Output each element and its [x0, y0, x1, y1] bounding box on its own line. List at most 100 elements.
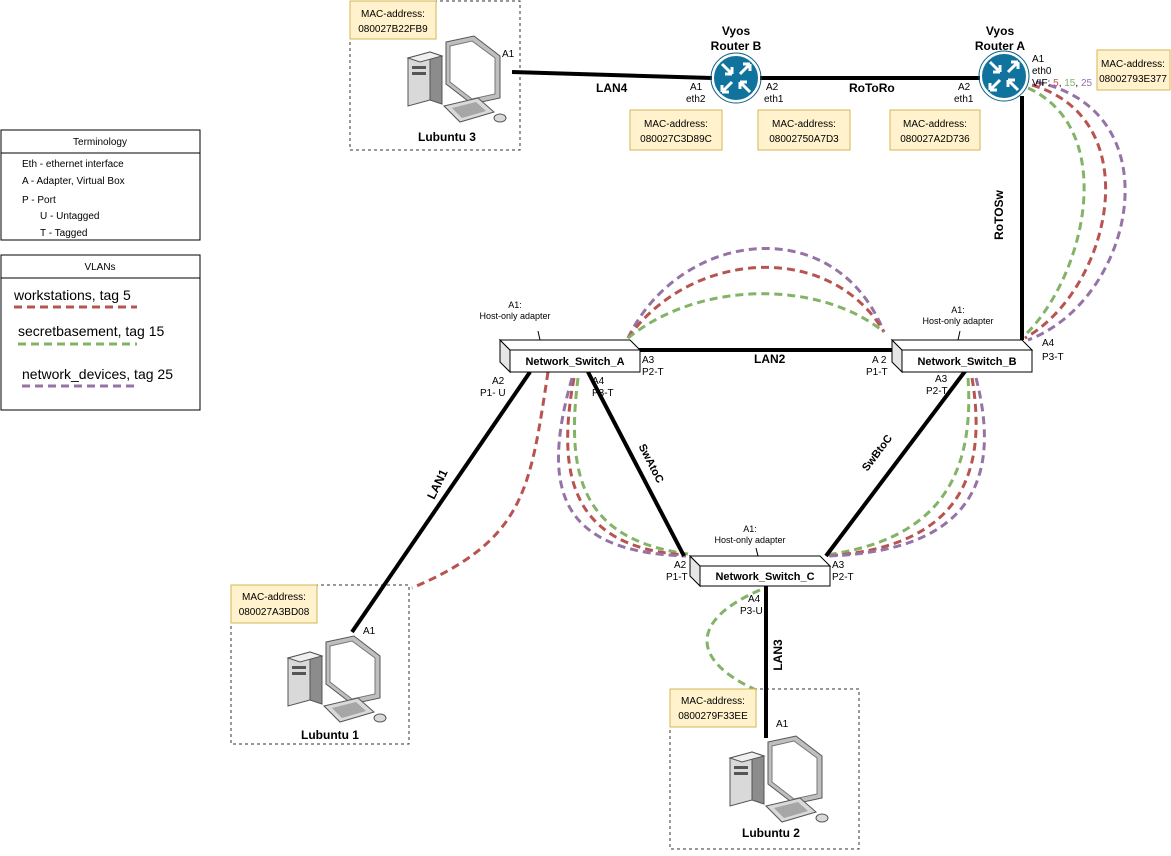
switch-c-a4-label: A4 [748, 594, 761, 605]
router-b-eth1-label: eth1 [764, 94, 784, 105]
switch-b-hostonly-line1: A1: [951, 305, 965, 315]
lan1-link [350, 370, 532, 634]
router-a-vif-prefix: VIF: [1032, 78, 1050, 89]
router-b-a1-label: A1 [690, 82, 703, 93]
switch-b-p3-label: P3-T [1042, 352, 1064, 363]
vlan-network-devices-label: network_devices, tag 25 [22, 366, 173, 382]
router-b-a2-label: A2 [766, 82, 779, 93]
lubuntu3-mac-box [349, 0, 437, 40]
vlan15-arc-switch-a-c [572, 377, 689, 556]
router-a-mac-eth0-value: 08002793E377 [1099, 74, 1167, 85]
vlans-title: VLANs [84, 262, 115, 273]
router-b-icon [709, 51, 763, 105]
vlan-secretbasement-label: secretbasement, tag 15 [18, 323, 165, 339]
vlan-workstations-label: workstations, tag 5 [13, 287, 131, 303]
swatoc-link [586, 371, 686, 557]
switch-b-name: Network_Switch_B [917, 356, 1016, 368]
switch-a-p1-label: P1- U [480, 388, 506, 399]
switch-b-hostonly-line2: Host-only adapter [922, 316, 993, 326]
swatoc-label: SwAtoC [636, 442, 666, 485]
rotoro-label: RoToRo [849, 81, 895, 95]
switch-a-a3-label: A3 [642, 355, 655, 366]
terminology-title: Terminology [73, 137, 127, 148]
vlan15-arc-switch-c-lubuntu2 [705, 588, 761, 692]
switch-b-a3-label: A3 [935, 374, 948, 385]
router-b-name-line1: Vyos [722, 24, 751, 38]
lubuntu1-name: Lubuntu 1 [301, 728, 359, 742]
switch-a-a4-label: A4 [592, 376, 605, 387]
switch-c-p3-label: P3-U [740, 606, 763, 617]
router-a-mac-eth0: MAC-address: 08002793E377 [1096, 49, 1171, 91]
vlan15-arc-router-a-switch-b [1020, 86, 1086, 340]
router-b-mac-eth1: MAC-address: 08002750A7D3 [757, 109, 851, 151]
swbtoc-link [824, 368, 968, 558]
lubuntu1-mac-title: MAC-address: [242, 592, 306, 603]
router-a-vif-25: 25 [1081, 78, 1093, 89]
switch-c-a2-label: A2 [674, 560, 687, 571]
vlan5-arc-switch-b-c [825, 377, 978, 558]
vlan25-arc-router-a-switch-b [1027, 80, 1127, 342]
router-b-eth2-label: eth2 [686, 94, 706, 105]
router-a-vif-15: 15 [1064, 78, 1076, 89]
switch-c-hostonly-line2: Host-only adapter [714, 535, 785, 545]
router-b-mac-eth1-value: 08002750A7D3 [769, 134, 839, 145]
lan3-label: LAN3 [771, 639, 785, 671]
vlan-arcs [411, 80, 1127, 692]
terminology-untagged: U - Untagged [40, 211, 99, 222]
network-switch-b: A1: Host-only adapter Network_Switch_B A… [866, 305, 1064, 397]
router-a-name-line1: Vyos [986, 24, 1015, 38]
lubuntu1-desktop-icon [287, 635, 387, 723]
vlans-legend: VLANs workstations, tag 5 secretbasement… [0, 254, 201, 411]
network-switch-a: A1: Host-only adapter Network_Switch_A A… [479, 300, 663, 399]
lubuntu3-mac-value: 080027B22FB9 [358, 24, 428, 35]
lubuntu3-name: Lubuntu 3 [418, 130, 476, 144]
lubuntu2-name: Lubuntu 2 [742, 826, 800, 840]
router-a-mac-eth0-title: MAC-address: [1101, 59, 1165, 70]
terminology-eth: Eth - ethernet interface [22, 159, 124, 170]
switch-a-name: Network_Switch_A [525, 356, 624, 368]
rotosw-label: RoTOSw [992, 189, 1006, 239]
lubuntu1-host: MAC-address: 080027A3BD08 A1 Lubuntu 1 [230, 584, 387, 742]
lubuntu3-desktop-icon [407, 35, 507, 123]
vlan5-arc-switch-a-lubuntu1 [411, 371, 550, 590]
lubuntu1-mac-value: 080027A3BD08 [239, 607, 310, 618]
lubuntu2-adapter-label: A1 [776, 719, 789, 730]
network-switch-c: A1: Host-only adapter Network_Switch_C A… [666, 524, 854, 617]
switch-a-p2-label: P2-T [642, 367, 664, 378]
lubuntu1-area [230, 584, 410, 745]
vlan25-arc-switch-a-c [557, 377, 687, 558]
router-a-eth1-label: eth1 [954, 94, 974, 105]
router-b-name-line2: Router B [711, 39, 762, 53]
router-a-name-line2: Router A [975, 39, 1026, 53]
lubuntu2-desktop-icon [729, 735, 829, 823]
terminology-adapter: A - Adapter, Virtual Box [22, 176, 125, 187]
router-a-a2-label: A2 [958, 82, 971, 93]
vlan25-arc-switch-a-b [626, 246, 886, 339]
switch-a-a2-label: A2 [492, 376, 505, 387]
switch-b-a4-label: A4 [1042, 338, 1055, 349]
switch-b-p2-label: P2-T [926, 386, 948, 397]
lubuntu1-adapter-label: A1 [363, 626, 376, 637]
vlan5-arc-switch-a-c [566, 377, 687, 557]
lubuntu2-mac-value: 0800279F33EE [678, 711, 748, 722]
lubuntu3-mac-title: MAC-address: [361, 9, 425, 20]
lubuntu3-host: MAC-address: 080027B22FB9 A1 Lubuntu 3 [349, 0, 515, 144]
lubuntu2-host: MAC-address: 0800279F33EE A1 Lubuntu 2 [669, 688, 829, 840]
lan4-link [511, 70, 713, 80]
switch-a-hostonly-line1: A1: [508, 300, 522, 310]
router-a-vif-5: 5 [1053, 78, 1059, 89]
switch-b-a2-label: A 2 [872, 355, 887, 366]
router-a-mac-eth1: MAC-address: 080027A2D736 [889, 109, 981, 151]
router-a-icon [977, 49, 1031, 103]
switch-c-name: Network_Switch_C [715, 571, 814, 583]
lubuntu2-mac-title: MAC-address: [681, 696, 745, 707]
switch-c-a3-label: A3 [832, 560, 845, 571]
router-a-mac-eth1-title: MAC-address: [903, 119, 967, 130]
lan4-label: LAN4 [596, 81, 628, 95]
lubuntu2-area [669, 688, 860, 850]
router-a: Vyos Router A A1 eth0 VIF: 5, 15, 25 A2 … [954, 24, 1092, 105]
switch-c-p1-label: P1-T [666, 572, 688, 583]
router-a-eth0-label: eth0 [1032, 66, 1052, 77]
router-b-mac-eth2-title: MAC-address: [644, 119, 708, 130]
